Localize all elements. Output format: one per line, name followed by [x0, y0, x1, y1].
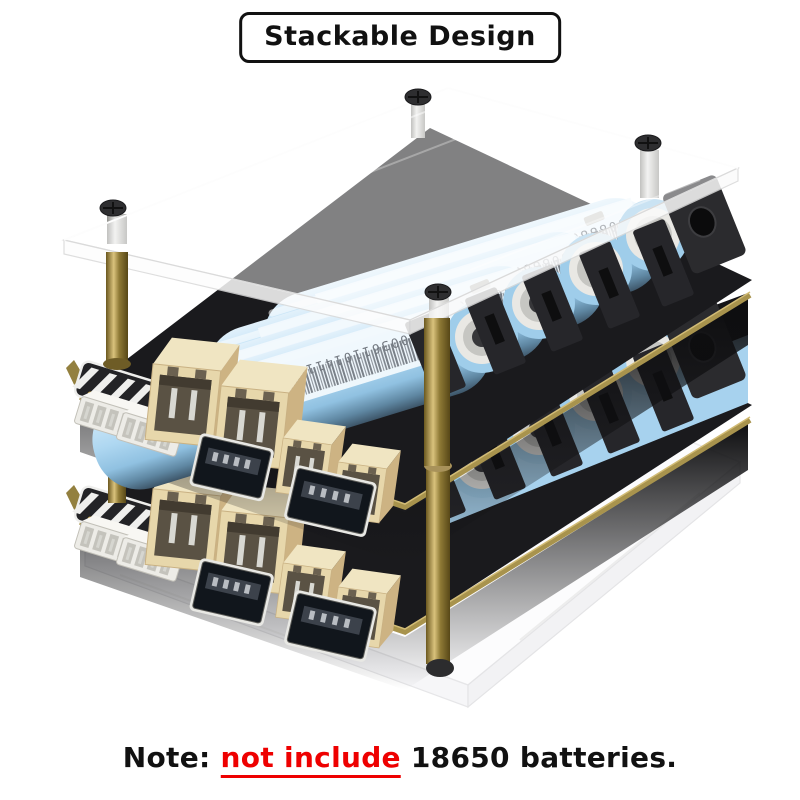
- note-prefix: Note:: [122, 741, 221, 774]
- brass-standoff: [424, 460, 454, 677]
- standoff-bushing: [640, 150, 659, 198]
- note-text: Note: not include 18650 batteries.: [122, 741, 678, 778]
- connector-row-lower: [72, 462, 401, 662]
- note-suffix: 18650 batteries.: [400, 741, 678, 774]
- brass-standoff: [103, 252, 131, 370]
- screw: [634, 134, 662, 152]
- screw: [404, 88, 432, 106]
- usb-a-port: [284, 590, 377, 662]
- usb-a-port: [284, 465, 377, 537]
- screw: [424, 283, 452, 301]
- acrylic-top-plate: [61, 86, 741, 335]
- standoff-foot: [426, 659, 454, 677]
- screw: [99, 199, 127, 217]
- brass-standoff: [424, 318, 450, 466]
- usb-a-port: [189, 433, 274, 502]
- clip-blocks: [405, 175, 746, 399]
- title-banner: Stackable Design: [239, 12, 561, 63]
- usb-a-port: [189, 558, 274, 627]
- charge-level-silkscreen: [72, 360, 168, 420]
- note-highlight: not include: [220, 741, 401, 778]
- connector-row-upper: [72, 337, 401, 537]
- title-text: Stackable Design: [264, 21, 536, 52]
